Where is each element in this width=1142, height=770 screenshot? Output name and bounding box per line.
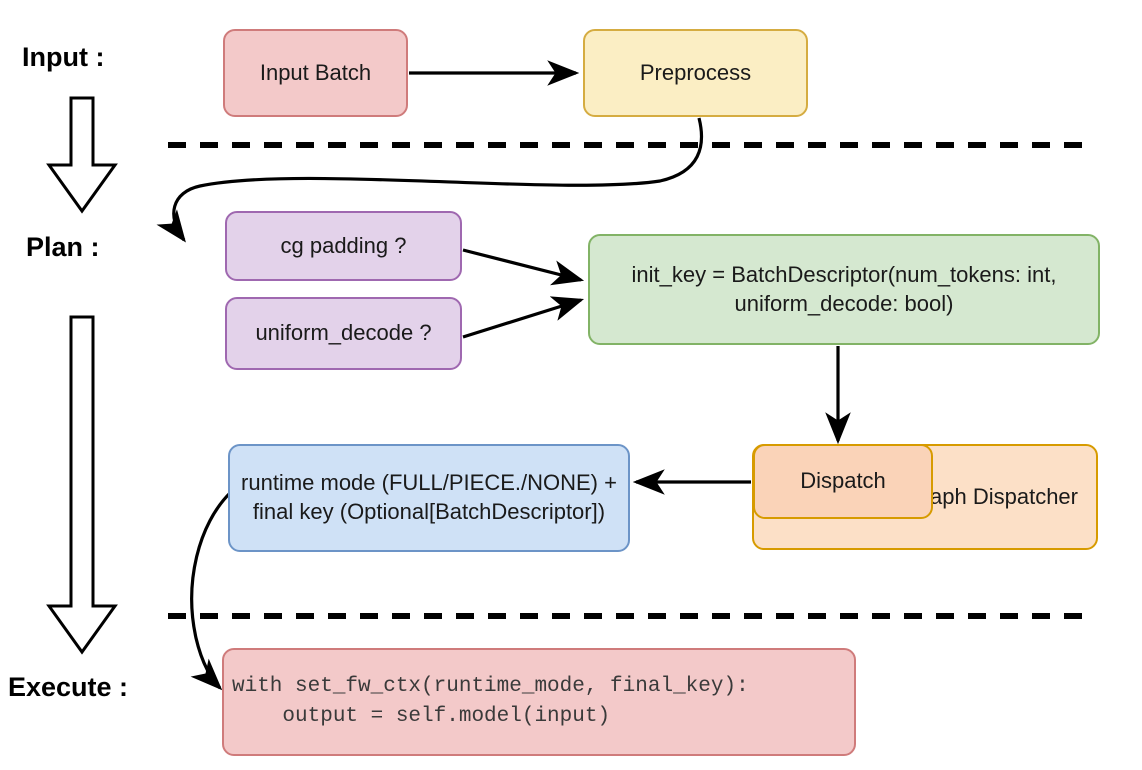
node-runtime-mode[interactable]: runtime mode (FULL/PIECE./NONE) + final …	[228, 444, 630, 552]
stage-label-input: Input :	[22, 42, 105, 72]
node-init-key[interactable]: init_key = BatchDescriptor(num_tokens: i…	[588, 234, 1100, 345]
stage-label-execute: Execute :	[8, 672, 129, 702]
stage-arrow-plan-to-execute	[46, 315, 118, 655]
node-execute-code[interactable]: with set_fw_ctx(runtime_mode, final_key)…	[222, 648, 856, 756]
node-cg-padding[interactable]: cg padding ?	[225, 211, 462, 281]
node-input-batch[interactable]: Input Batch	[223, 29, 408, 117]
node-preprocess[interactable]: Preprocess	[583, 29, 808, 117]
edge-uniform-decode-to-init-key	[462, 296, 585, 339]
execute-code-text: with set_fw_ctx(runtime_mode, final_key)…	[232, 674, 749, 728]
stage-arrow-input-to-plan	[46, 96, 118, 214]
stage-label-plan: Plan :	[26, 232, 100, 262]
node-uniform-decode[interactable]: uniform_decode ?	[225, 297, 462, 370]
node-dispatch[interactable]: Dispatch	[753, 444, 933, 519]
edge-cg-padding-to-init-key	[462, 248, 585, 286]
